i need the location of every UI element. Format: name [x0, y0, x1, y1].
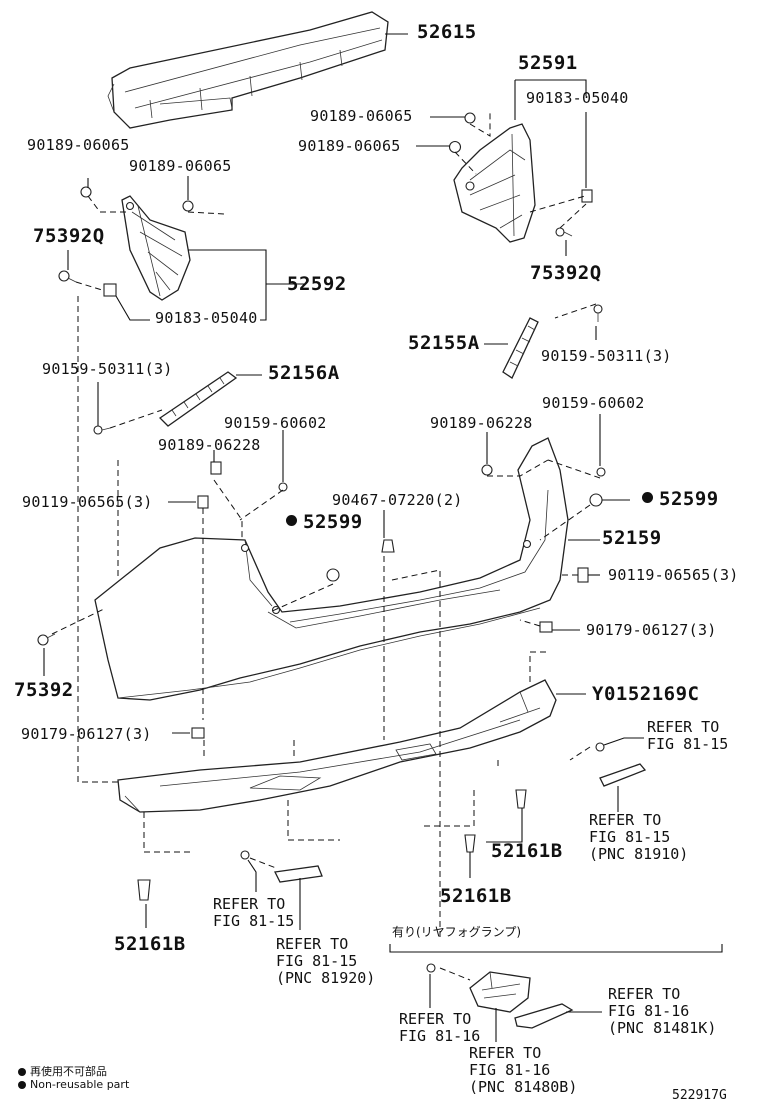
part-label-90159-60602-right[interactable]: 90159-60602 [542, 394, 645, 412]
part-label-75392q-right[interactable]: 75392Q [530, 262, 602, 284]
refer-to-fig-81-15-a[interactable]: REFER TO FIG 81-15 [647, 719, 728, 753]
legend-english: Non-reusable part [18, 1078, 129, 1091]
left-bracket-part [121, 195, 191, 301]
rear-fog-lamp-header: 有り(リヤフォグランプ) [392, 925, 522, 939]
part-number-text: 52599 [303, 511, 363, 533]
diagram-id: 522917G [672, 1088, 727, 1103]
fasteners [37, 112, 606, 973]
retainer-52155a [502, 317, 539, 379]
refer-to-fig-81-15-pnc-81910[interactable]: REFER TO FIG 81-15 (PNC 81910) [589, 812, 688, 863]
part-label-90159-60602-left[interactable]: 90159-60602 [224, 414, 327, 432]
refer-line: (PNC 81910) [589, 845, 689, 863]
refer-line: FIG 81-16 [608, 1002, 690, 1020]
refer-line: FIG 81-15 [213, 912, 295, 930]
part-label-90189-06228-right[interactable]: 90189-06228 [430, 414, 533, 432]
part-label-90179-06127-left[interactable]: 90179-06127(3) [21, 725, 152, 743]
reflector-left-81920 [274, 865, 323, 883]
refer-line: FIG 81-15 [647, 735, 729, 753]
legend-text-jp: 再使用不可部品 [30, 1065, 107, 1078]
part-label-52161b-middle[interactable]: 52161B [440, 885, 512, 907]
part-label-75392[interactable]: 75392 [14, 679, 74, 701]
refer-line: FIG 81-16 [399, 1027, 481, 1045]
part-label-90159-50311-left[interactable]: 90159-50311(3) [42, 360, 173, 378]
part-label-52156a[interactable]: 52156A [268, 362, 340, 384]
part-label-52161b-left[interactable]: 52161B [114, 933, 186, 955]
part-label-90189-06065-middle[interactable]: 90189-06065 [298, 137, 401, 155]
refer-to-fig-81-15-b[interactable]: REFER TO FIG 81-15 [213, 896, 294, 930]
part-label-52159[interactable]: 52159 [602, 527, 662, 549]
part-label-52599-right[interactable]: 52599 [642, 490, 719, 509]
part-label-52592[interactable]: 52592 [287, 273, 347, 295]
refer-line: (PNC 81480B) [469, 1078, 578, 1096]
part-label-90183-05040-left[interactable]: 90183-05040 [155, 309, 258, 327]
part-label-52155a[interactable]: 52155A [408, 332, 480, 354]
part-label-90179-06127-right[interactable]: 90179-06127(3) [586, 621, 717, 639]
refer-to-fig-81-16-pnc-81480b[interactable]: REFER TO FIG 81-16 (PNC 81480B) [469, 1045, 577, 1096]
part-label-90189-06228-left[interactable]: 90189-06228 [158, 436, 261, 454]
refer-line: REFER TO [608, 985, 681, 1003]
non-reusable-marker-icon [642, 492, 653, 503]
refer-line: FIG 81-16 [469, 1061, 551, 1079]
retainer-52156a [158, 371, 238, 427]
part-label-90189-06065-left-2[interactable]: 90189-06065 [129, 157, 232, 175]
lower-cover-part [117, 679, 557, 813]
part-label-52591[interactable]: 52591 [518, 52, 578, 74]
non-reusable-dot-icon [18, 1081, 26, 1089]
refer-line: REFER TO [647, 718, 720, 736]
refer-line: (PNC 81481K) [608, 1019, 717, 1037]
part-label-90119-06565-right[interactable]: 90119-06565(3) [608, 566, 739, 584]
part-label-52169c[interactable]: Y0152169C [592, 683, 700, 705]
legend-text-en: Non-reusable part [30, 1078, 130, 1091]
right-bracket-part [453, 123, 536, 243]
part-label-90189-06065-left[interactable]: 90189-06065 [27, 136, 130, 154]
leader-lines [43, 33, 723, 1042]
part-label-90467-07220[interactable]: 90467-07220(2) [332, 491, 463, 509]
part-label-75392q-left[interactable]: 75392Q [33, 225, 105, 247]
refer-line: REFER TO [469, 1044, 542, 1062]
part-label-52161b-right[interactable]: 52161B [491, 840, 563, 862]
part-label-52615[interactable]: 52615 [417, 21, 477, 43]
non-reusable-dot-icon [18, 1068, 26, 1076]
reinforcement-part [107, 11, 389, 129]
refer-line: REFER TO [276, 935, 349, 953]
legend-japanese: 再使用不可部品 [18, 1063, 107, 1079]
refer-line: REFER TO [213, 895, 286, 913]
refer-line: REFER TO [589, 811, 662, 829]
refer-line: (PNC 81920) [276, 969, 376, 987]
reflector-right-81910 [599, 763, 647, 787]
refer-to-fig-81-16-pnc-81481k[interactable]: REFER TO FIG 81-16 (PNC 81481K) [608, 986, 716, 1037]
part-number-text: 52599 [659, 488, 719, 510]
refer-to-fig-81-16-a[interactable]: REFER TO FIG 81-16 [399, 1011, 480, 1045]
part-label-90189-06065-upper[interactable]: 90189-06065 [310, 107, 413, 125]
part-label-90183-05040-right[interactable]: 90183-05040 [526, 89, 629, 107]
fog-lamp-part [469, 971, 574, 1029]
part-label-52599-left[interactable]: 52599 [286, 513, 363, 532]
refer-to-fig-81-15-pnc-81920[interactable]: REFER TO FIG 81-15 (PNC 81920) [276, 936, 375, 987]
part-label-90159-50311-right[interactable]: 90159-50311(3) [541, 347, 672, 365]
assembly-dashed-lines [51, 110, 601, 981]
non-reusable-marker-icon [286, 515, 297, 526]
refer-line: REFER TO [399, 1010, 472, 1028]
refer-line: FIG 81-15 [589, 828, 671, 846]
refer-line: FIG 81-15 [276, 952, 358, 970]
part-label-90119-06565-left[interactable]: 90119-06565(3) [22, 493, 153, 511]
